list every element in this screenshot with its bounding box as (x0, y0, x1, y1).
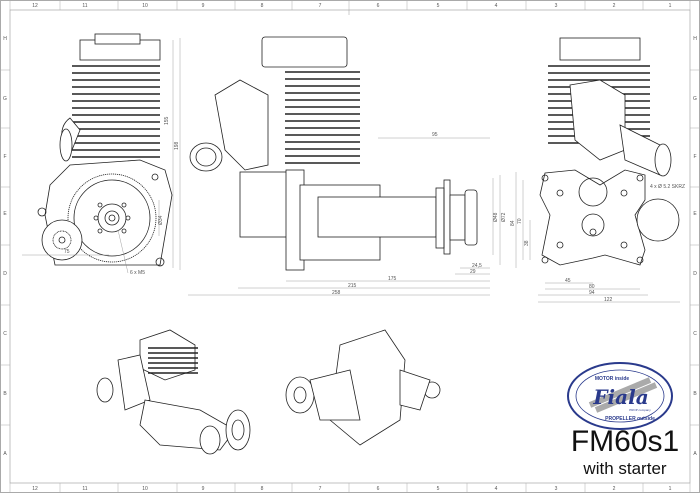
dim-front-width: 75 (64, 249, 70, 255)
column-label: 8 (261, 3, 264, 9)
column-label: 7 (319, 486, 322, 492)
dim-front-threads: 6 x M5 (130, 270, 145, 276)
row-label: A (3, 451, 7, 457)
model-subtitle: with starter (582, 459, 666, 478)
column-label: 2 (613, 486, 616, 492)
column-label: 5 (437, 486, 440, 492)
row-label: C (693, 331, 697, 337)
column-label: 8 (261, 486, 264, 492)
column-label: 4 (495, 3, 498, 9)
rear-view: 4 x Ø 5.2 SKRZ 84 70 38 45 80 94 122 (510, 37, 685, 303)
dim-rear-h1: 84 (510, 220, 516, 226)
column-label: 3 (555, 3, 558, 9)
column-label: 11 (82, 486, 87, 492)
dim-rear-holes: 4 x Ø 5.2 SKRZ (650, 184, 685, 190)
dim-side-hub-w2: 29 (470, 269, 476, 275)
row-label: B (693, 391, 697, 397)
column-label: 10 (142, 486, 148, 492)
logo-sub-text: PROP company (629, 408, 651, 412)
row-label: H (693, 36, 697, 42)
column-label: 12 (32, 3, 38, 9)
dim-rear-h2: 70 (517, 218, 523, 224)
row-label: B (3, 391, 7, 397)
dim-rear-w2: 80 (589, 284, 595, 290)
column-label: 4 (495, 486, 498, 492)
dim-side-len1: 175 (388, 276, 397, 282)
column-label: 3 (555, 486, 558, 492)
column-label: 2 (613, 3, 616, 9)
iso-view-left (96, 329, 251, 455)
row-label: G (3, 96, 7, 102)
fiala-logo: Fiala MOTOR inside PROP company PROPELLE… (567, 362, 673, 430)
dim-side-cyl-offset: 95 (432, 132, 438, 138)
row-label: E (3, 211, 7, 217)
dim-side-height: 198 (174, 141, 180, 150)
row-label: G (693, 96, 697, 102)
dim-side-len2: 215 (348, 283, 357, 289)
row-label: E (693, 211, 697, 217)
row-label: A (693, 451, 697, 457)
iso-view-right (285, 329, 441, 446)
column-label: 1 (669, 486, 672, 492)
column-label: 7 (319, 3, 322, 9)
logo-brand: Fiala (592, 385, 648, 409)
dim-rear-w3: 94 (589, 290, 595, 296)
dim-rear-w4: 122 (604, 297, 613, 303)
column-label: 9 (202, 3, 205, 9)
dim-front-bolt-circle: Ø34 (158, 215, 164, 225)
row-label: H (3, 36, 7, 42)
dim-side-hub-dia1: Ø48 (493, 212, 499, 222)
column-label: 6 (377, 486, 380, 492)
row-label: D (3, 271, 7, 277)
dim-rear-h3: 38 (524, 240, 530, 246)
dim-side-len3: 258 (332, 290, 341, 296)
side-view: 198 95 Ø48 Ø72 24,5 29 175 215 258 (174, 36, 507, 296)
dim-front-height: 155 (164, 116, 170, 125)
column-label: 11 (82, 3, 87, 9)
dim-side-hub-dia2: Ø72 (501, 212, 507, 222)
front-view: 75 Ø34 6 x M5 155 (22, 33, 174, 276)
model-title: FM60s1 (571, 425, 679, 458)
dim-rear-w1: 45 (565, 278, 571, 284)
inner-frame (9, 9, 691, 484)
column-label: 5 (437, 3, 440, 9)
row-label: C (3, 331, 7, 337)
row-label: D (693, 271, 697, 277)
column-label: 1 (669, 3, 672, 9)
dim-side-hub-w1: 24,5 (472, 263, 482, 269)
row-label: F (693, 154, 696, 160)
logo-top-text: MOTOR inside (595, 376, 630, 382)
column-label: 9 (202, 486, 205, 492)
logo-bottom-text: PROPELLER outside (605, 416, 655, 422)
column-label: 12 (32, 486, 38, 492)
column-label: 10 (142, 3, 148, 9)
column-label: 6 (377, 3, 380, 9)
row-label: F (3, 154, 6, 160)
